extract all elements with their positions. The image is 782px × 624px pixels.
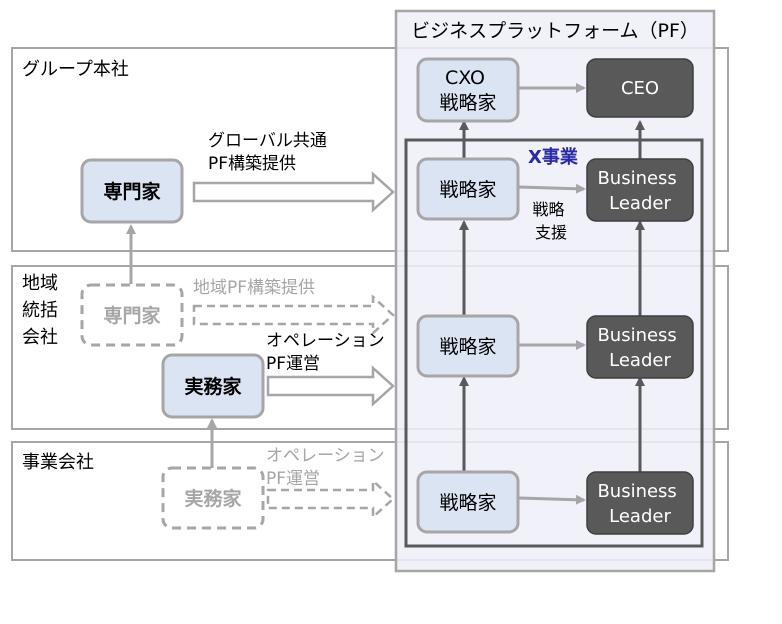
svg-text:CXO 戦略家: CXO 戦略家: [439, 67, 496, 114]
svg-text:実務家: 実務家: [184, 487, 242, 510]
node-strategist-3: 戦略家: [416, 470, 520, 534]
svg-text:CEO: CEO: [621, 78, 659, 99]
svg-text:専門家: 専門家: [103, 180, 161, 203]
svg-text:戦略家: 戦略家: [439, 336, 496, 358]
label-opco-operation: オペレーション PF運営: [266, 446, 390, 489]
platform-title: ビジネスプラットフォーム（PF）: [411, 20, 699, 42]
node-strategist-1: 戦略家: [416, 157, 520, 221]
band-label-regional: 地域 統括 会社: [22, 273, 64, 348]
band-opco: [11, 441, 729, 561]
block-arrow-regional-operation: [266, 365, 395, 407]
band-label-hq: グループ本社: [22, 59, 129, 80]
band-hq: [11, 47, 729, 252]
node-strategist-2: 戦略家: [416, 314, 520, 378]
arrow-strat1-bl1: [518, 183, 586, 194]
node-business-leader-2: Business Leader: [586, 315, 694, 379]
svg-text:専門家: 専門家: [103, 304, 161, 327]
svg-text:戦略家: 戦略家: [439, 179, 496, 201]
svg-text:Business Leader: Business Leader: [597, 168, 682, 214]
arrow-strat3-bl3: [518, 494, 586, 505]
band-regional: [11, 265, 729, 430]
business-unit-box: [404, 138, 704, 548]
block-arrow-opco-operation: [266, 478, 395, 520]
node-cxo-strategist: CXO 戦略家: [416, 57, 520, 123]
business-unit-label: X事業: [528, 146, 579, 168]
svg-text:実務家: 実務家: [184, 375, 242, 398]
label-strategy-support: 戦略 支援: [532, 200, 569, 242]
node-regional-expert: 専門家: [80, 283, 184, 347]
node-opco-practitioner: 実務家: [161, 466, 265, 530]
svg-text:Business Leader: Business Leader: [597, 481, 682, 527]
node-ceo: CEO: [586, 58, 694, 118]
node-business-leader-1: Business Leader: [586, 158, 694, 222]
block-arrow-hq: [192, 171, 395, 213]
node-business-leader-3: Business Leader: [586, 471, 694, 535]
svg-text:Business Leader: Business Leader: [597, 325, 682, 371]
node-hq-expert: 専門家: [80, 158, 184, 224]
label-regional-provision: 地域PF構築提供: [193, 278, 315, 298]
band-label-opco: 事業会社: [22, 452, 94, 473]
block-arrow-regional-provision: [192, 294, 395, 336]
node-regional-practitioner: 実務家: [161, 353, 265, 419]
svg-text:戦略家: 戦略家: [439, 492, 496, 514]
label-regional-operation: オペレーション PF運営: [266, 331, 390, 374]
label-hq-provision: グローバル共通 PF構築提供: [208, 131, 332, 174]
